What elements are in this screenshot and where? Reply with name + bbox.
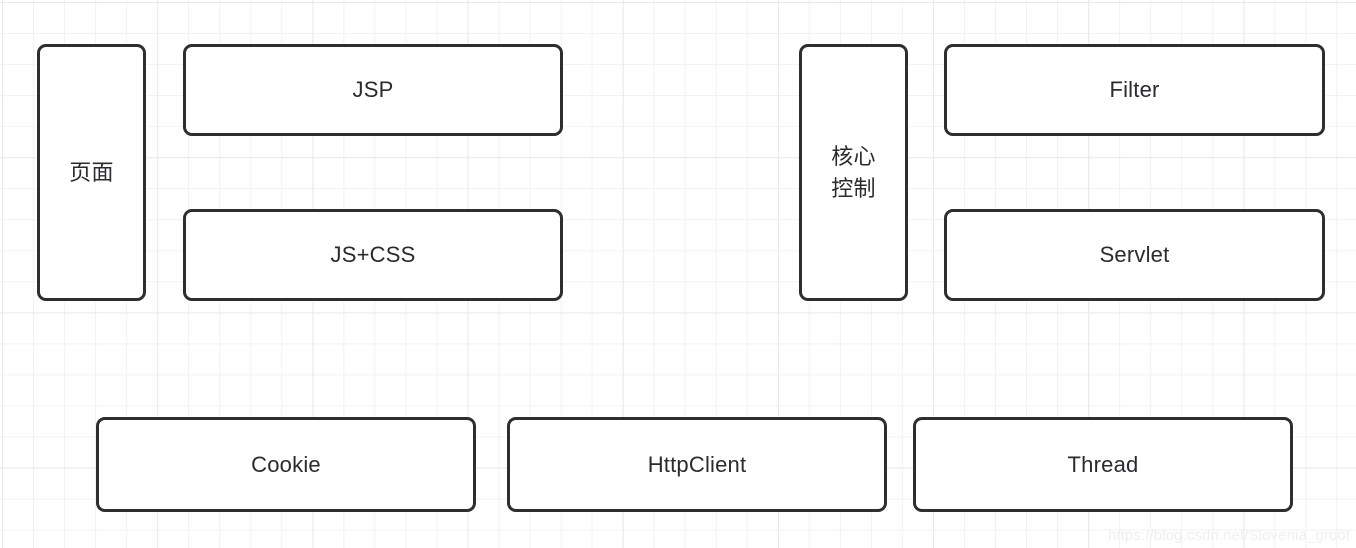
node-core-control-label: 核心 控制 xyxy=(831,144,876,201)
node-filter-label: Filter xyxy=(1109,77,1160,103)
node-cookie[interactable]: Cookie xyxy=(96,417,476,512)
node-page-label: 页面 xyxy=(69,159,114,185)
node-page[interactable]: 页面 xyxy=(37,44,146,301)
watermark: https://blog.csdn.net/Slovenia_groot xyxy=(1107,527,1350,544)
node-servlet-label: Servlet xyxy=(1099,242,1170,268)
node-jsp[interactable]: JSP xyxy=(183,44,563,136)
node-cookie-label: Cookie xyxy=(251,451,321,477)
node-js-css[interactable]: JS+CSS xyxy=(183,209,563,301)
node-servlet[interactable]: Servlet xyxy=(944,209,1325,301)
node-httpclient[interactable]: HttpClient xyxy=(507,417,887,512)
node-js-css-label: JS+CSS xyxy=(330,242,416,268)
node-core-control[interactable]: 核心 控制 xyxy=(799,44,908,301)
node-thread[interactable]: Thread xyxy=(913,417,1293,512)
node-thread-label: Thread xyxy=(1067,451,1139,477)
node-httpclient-label: HttpClient xyxy=(647,451,747,477)
node-filter[interactable]: Filter xyxy=(944,44,1325,136)
node-jsp-label: JSP xyxy=(352,77,394,103)
